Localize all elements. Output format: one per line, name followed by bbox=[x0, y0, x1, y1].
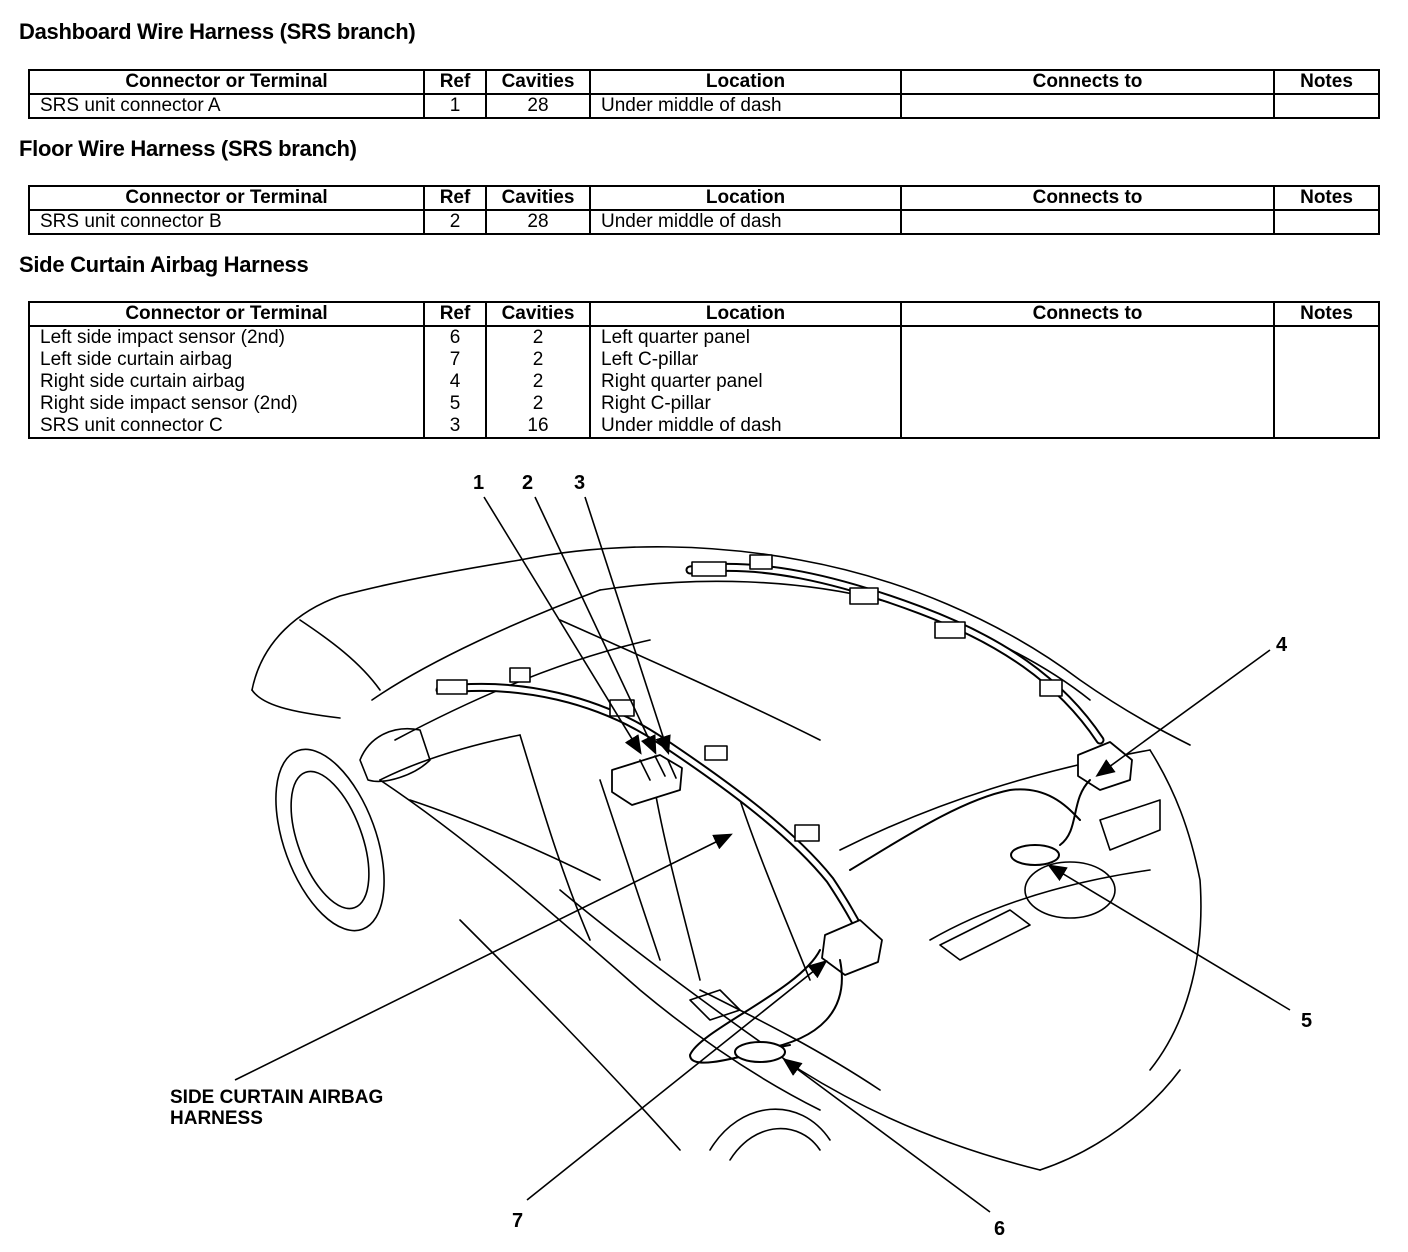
section-title-dashboard-harness: Dashboard Wire Harness (SRS branch) bbox=[19, 19, 416, 44]
table-row: Left side impact sensor (2nd) 6 2 Left q… bbox=[28, 326, 1380, 349]
cell-location: Left C-pillar bbox=[589, 349, 902, 371]
harness-label-line2: HARNESS bbox=[170, 1108, 263, 1129]
col-header-cavities: Cavities bbox=[485, 70, 591, 95]
cell-connects-to bbox=[900, 210, 1275, 234]
cell-connects-to bbox=[900, 94, 1275, 118]
table-row: SRS unit connector B 2 28 Under middle o… bbox=[28, 210, 1380, 234]
cell-location: Right quarter panel bbox=[589, 371, 902, 393]
cell-location: Under middle of dash bbox=[589, 94, 902, 118]
callout-1: 1 bbox=[473, 472, 484, 494]
col-header-notes: Notes bbox=[1273, 302, 1380, 327]
col-header-location: Location bbox=[589, 186, 902, 211]
section-title-side-curtain-harness: Side Curtain Airbag Harness bbox=[19, 252, 309, 277]
section-title-floor-harness: Floor Wire Harness (SRS branch) bbox=[19, 136, 357, 161]
cell-location: Under middle of dash bbox=[589, 415, 902, 438]
cell-cavities: 2 bbox=[485, 326, 591, 349]
col-header-notes: Notes bbox=[1273, 186, 1380, 211]
callout-leaders bbox=[234, 496, 1291, 1213]
dashboard-harness-table: Connector or Terminal Ref Cavities Locat… bbox=[28, 69, 1380, 119]
cell-connector: Left side impact sensor (2nd) bbox=[28, 326, 425, 349]
cell-location: Right C-pillar bbox=[589, 393, 902, 415]
harness-label-line1: SIDE CURTAIN AIRBAG bbox=[170, 1087, 384, 1108]
table-header-row: Connector or Terminal Ref Cavities Locat… bbox=[28, 302, 1380, 327]
table-row: SRS unit connector A 1 28 Under middle o… bbox=[28, 94, 1380, 118]
curtain-airbag-harness bbox=[435, 554, 1133, 1064]
cell-cavities: 2 bbox=[485, 371, 591, 393]
cell-connects-to bbox=[900, 349, 1275, 371]
cell-location: Under middle of dash bbox=[589, 210, 902, 234]
cell-cavities: 28 bbox=[485, 210, 591, 234]
callout-7: 7 bbox=[512, 1210, 523, 1232]
cell-notes bbox=[1273, 326, 1380, 349]
cell-ref: 6 bbox=[423, 326, 487, 349]
cell-notes bbox=[1273, 415, 1380, 438]
col-header-location: Location bbox=[589, 70, 902, 95]
cell-connector: SRS unit connector A bbox=[28, 94, 425, 118]
cell-notes bbox=[1273, 349, 1380, 371]
col-header-connects-to: Connects to bbox=[900, 302, 1275, 327]
cell-connects-to bbox=[900, 371, 1275, 393]
callout-3: 3 bbox=[574, 472, 585, 494]
cell-notes bbox=[1273, 94, 1380, 118]
side-curtain-harness-label: SIDE CURTAIN AIRBAG HARNESS bbox=[170, 1087, 383, 1129]
col-header-connector: Connector or Terminal bbox=[28, 186, 425, 211]
cell-cavities: 28 bbox=[485, 94, 591, 118]
table-header-row: Connector or Terminal Ref Cavities Locat… bbox=[28, 186, 1380, 211]
callout-6: 6 bbox=[994, 1218, 1005, 1240]
cell-cavities: 16 bbox=[485, 415, 591, 438]
floor-harness-table: Connector or Terminal Ref Cavities Locat… bbox=[28, 185, 1380, 235]
cell-connector: SRS unit connector C bbox=[28, 415, 425, 438]
table-row: Right side curtain airbag 4 2 Right quar… bbox=[28, 371, 1380, 393]
col-header-ref: Ref bbox=[423, 70, 487, 95]
col-header-connector: Connector or Terminal bbox=[28, 70, 425, 95]
table-row: Right side impact sensor (2nd) 5 2 Right… bbox=[28, 393, 1380, 415]
cell-ref: 4 bbox=[423, 371, 487, 393]
cell-ref: 1 bbox=[423, 94, 487, 118]
cell-ref: 5 bbox=[423, 393, 487, 415]
cell-connects-to bbox=[900, 326, 1275, 349]
cell-connects-to bbox=[900, 415, 1275, 438]
cell-connector: Left side curtain airbag bbox=[28, 349, 425, 371]
cell-location: Left quarter panel bbox=[589, 326, 902, 349]
col-header-connects-to: Connects to bbox=[900, 186, 1275, 211]
cell-notes bbox=[1273, 210, 1380, 234]
cell-ref: 3 bbox=[423, 415, 487, 438]
col-header-cavities: Cavities bbox=[485, 302, 591, 327]
col-header-ref: Ref bbox=[423, 302, 487, 327]
col-header-notes: Notes bbox=[1273, 70, 1380, 95]
callout-4: 4 bbox=[1276, 634, 1288, 656]
callout-2: 2 bbox=[522, 472, 533, 494]
cell-ref: 2 bbox=[423, 210, 487, 234]
cell-connector: Right side impact sensor (2nd) bbox=[28, 393, 425, 415]
callout-5: 5 bbox=[1301, 1010, 1312, 1032]
cell-cavities: 2 bbox=[485, 349, 591, 371]
cell-notes bbox=[1273, 393, 1380, 415]
cell-notes bbox=[1273, 371, 1380, 393]
table-header-row: Connector or Terminal Ref Cavities Locat… bbox=[28, 70, 1380, 95]
cell-ref: 7 bbox=[423, 349, 487, 371]
col-header-ref: Ref bbox=[423, 186, 487, 211]
table-row: Left side curtain airbag 7 2 Left C-pill… bbox=[28, 349, 1380, 371]
col-header-location: Location bbox=[589, 302, 902, 327]
side-curtain-harness-table: Connector or Terminal Ref Cavities Locat… bbox=[28, 301, 1380, 439]
cell-connector: SRS unit connector B bbox=[28, 210, 425, 234]
cell-connects-to bbox=[900, 393, 1275, 415]
table-row: SRS unit connector C 3 16 Under middle o… bbox=[28, 415, 1380, 438]
cell-cavities: 2 bbox=[485, 393, 591, 415]
col-header-cavities: Cavities bbox=[485, 186, 591, 211]
col-header-connects-to: Connects to bbox=[900, 70, 1275, 95]
cell-connector: Right side curtain airbag bbox=[28, 371, 425, 393]
col-header-connector: Connector or Terminal bbox=[28, 302, 425, 327]
